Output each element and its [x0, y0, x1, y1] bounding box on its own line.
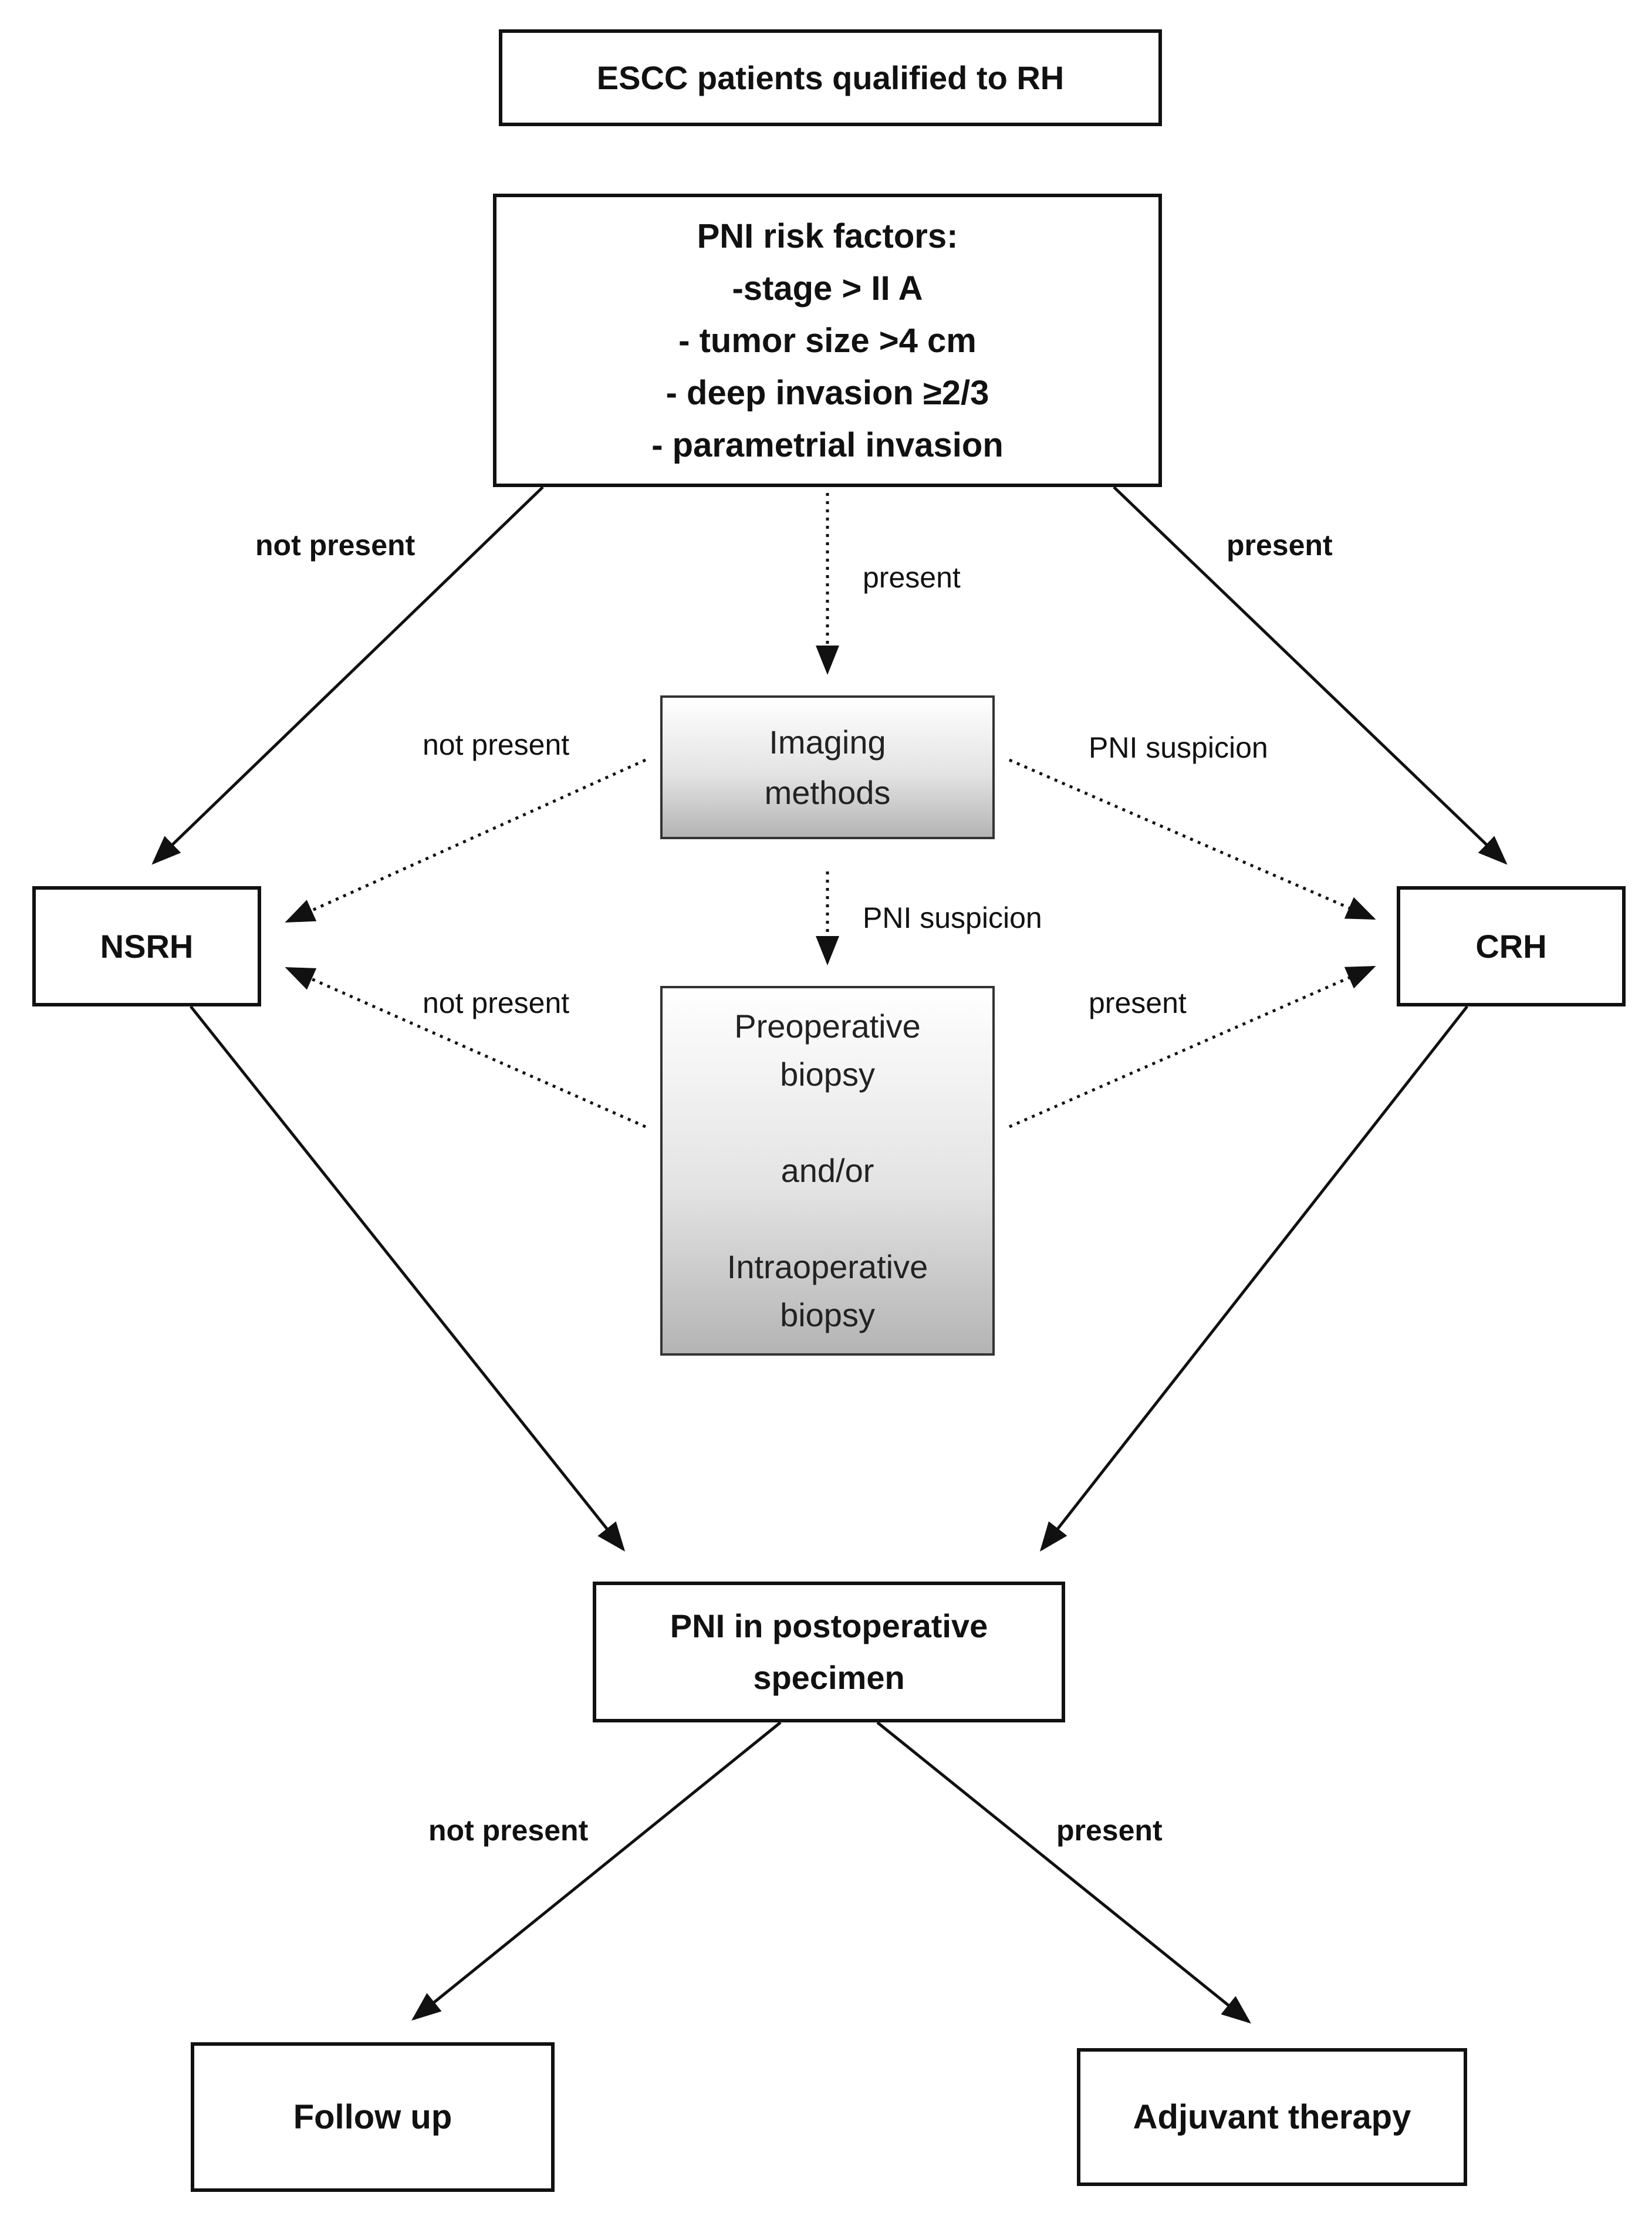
risk-factors-title: PNI risk factors:	[697, 217, 958, 255]
adjuvant-therapy-text: Adjuvant therapy	[1133, 2098, 1411, 2136]
arrow-specimen-to-followup	[411, 1721, 782, 2021]
label-specimen-not-present: not present	[428, 1814, 589, 1847]
adjuvant-therapy-box: Adjuvant therapy	[1077, 2048, 1467, 2186]
escc-patients-text: ESCC patients qualified to RH	[596, 59, 1065, 96]
dotted-arrow-imaging-to-nsrh	[285, 758, 647, 923]
risk-factor-item: - tumor size >4 cm	[678, 321, 977, 360]
biopsy-line: Preoperative	[734, 1008, 921, 1045]
label-biopsy-present: present	[1089, 987, 1187, 1019]
pni-postoperative-specimen-box: PNI in postoperative specimen	[593, 1582, 1065, 1722]
escc-patients-box: ESCC patients qualified to RH	[499, 29, 1162, 126]
risk-factor-item: - parametrial invasion	[651, 425, 1004, 464]
biopsy-line: biopsy	[780, 1296, 875, 1333]
crh-box: CRH	[1397, 886, 1626, 1006]
biopsy-box: Preoperative biopsy and/or Intraoperativ…	[660, 986, 995, 1356]
arrow-crh-to-specimen	[1039, 1005, 1468, 1552]
follow-up-text: Follow up	[293, 2098, 452, 2136]
label-risk-present-right: present	[1227, 529, 1333, 562]
label-biopsy-not-present: not present	[423, 987, 570, 1019]
biopsy-line: Intraoperative	[727, 1248, 928, 1285]
label-imaging-not-present: not present	[423, 728, 570, 761]
risk-factor-item: - deep invasion ≥2/3	[665, 373, 989, 412]
follow-up-box: Follow up	[191, 2042, 555, 2192]
nsrh-text: NSRH	[100, 928, 194, 965]
pni-risk-factors-box: PNI risk factors: -stage > II A - tumor …	[493, 194, 1162, 487]
dotted-arrow-imaging-to-crh	[1009, 758, 1376, 920]
label-imaging-pni-suspicion-right: PNI suspicion	[1089, 731, 1268, 764]
nsrh-box: NSRH	[32, 886, 261, 1006]
imaging-methods-line: methods	[764, 773, 891, 811]
label-risk-present-center: present	[863, 561, 961, 594]
pni-specimen-line: specimen	[753, 1659, 905, 1696]
label-specimen-present: present	[1056, 1814, 1163, 1847]
arrow-nsrh-to-specimen	[190, 1005, 626, 1552]
risk-factor-item: -stage > II A	[732, 269, 923, 308]
biopsy-line: and/or	[781, 1152, 874, 1189]
imaging-methods-line: Imaging	[769, 723, 886, 761]
label-risk-not-present: not present	[255, 529, 415, 562]
crh-text: CRH	[1475, 928, 1547, 965]
pni-specimen-line: PNI in postoperative	[670, 1607, 988, 1644]
imaging-methods-box: Imaging methods	[660, 695, 995, 839]
dotted-arrow-biopsy-to-crh	[1008, 965, 1376, 1129]
arrow-risk-to-nsrh	[151, 486, 544, 865]
arrow-specimen-to-adjuvant	[876, 1721, 1251, 2024]
label-imaging-pni-suspicion-down: PNI suspicion	[863, 901, 1042, 934]
arrow-risk-to-crh	[1113, 486, 1508, 865]
biopsy-line: biopsy	[780, 1056, 875, 1093]
